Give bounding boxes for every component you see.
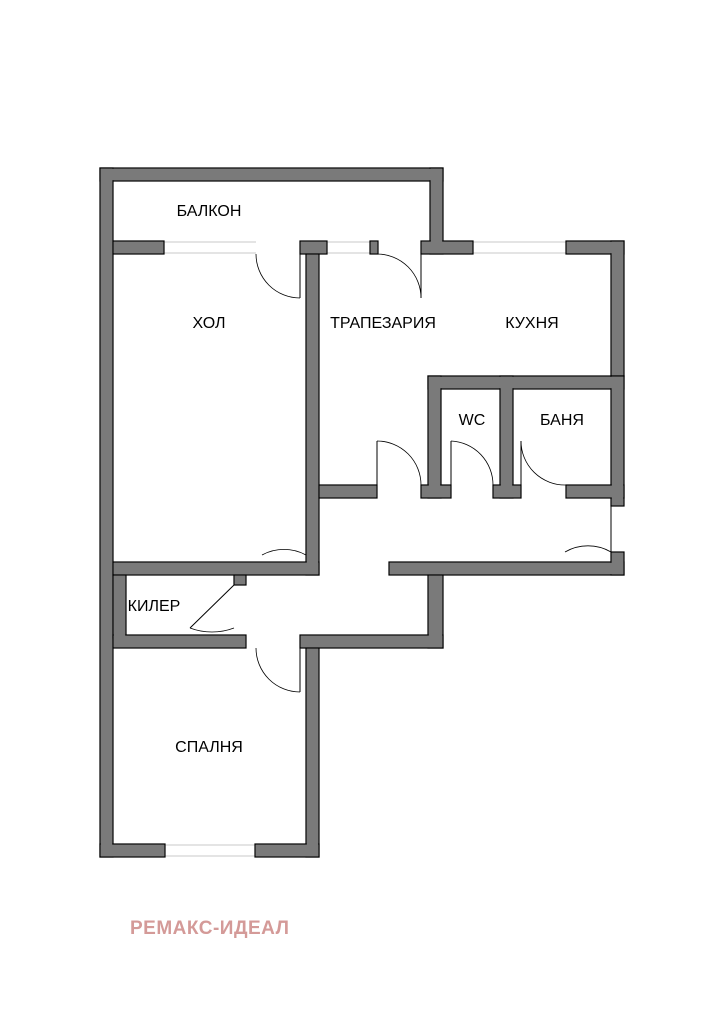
wall-fill (113, 562, 319, 575)
wall-fill (370, 241, 378, 254)
room-label-pantry: КИЛЕР (128, 598, 181, 615)
wall-fill (113, 241, 164, 254)
door-swing-arc (450, 440, 494, 486)
walls (99, 167, 625, 858)
room-label-wc: WC (459, 412, 486, 429)
wall-fill (300, 241, 327, 254)
agency-watermark: РЕМАКС-ИДЕАЛ (130, 918, 289, 939)
wall-fill (421, 485, 451, 498)
wall-fill (421, 241, 473, 254)
wall-fill (319, 485, 377, 498)
door-swing-arc (255, 253, 301, 299)
wall-fill (306, 254, 319, 575)
room-label-bathroom: БАНЯ (540, 412, 584, 429)
wall-fill (428, 376, 441, 498)
wall-fill (255, 844, 319, 857)
door-swing-arc (261, 549, 307, 556)
room-label-dining: ТРАПЕЗАРИЯ (330, 315, 436, 332)
wall-fill (611, 376, 624, 506)
wall-fill (234, 575, 246, 585)
wall-fill (389, 562, 624, 575)
wall-fill (428, 376, 624, 389)
room-label-kitchen: КУХНЯ (505, 315, 558, 332)
windows (164, 241, 566, 857)
door-swing-arc (564, 545, 612, 553)
wall-fill (566, 485, 624, 498)
door-swing-arc (189, 627, 235, 633)
wall-fill (611, 241, 624, 376)
wall-fill (428, 575, 443, 648)
wall-fill (113, 575, 126, 638)
door-leaf (189, 584, 235, 629)
wall-fill (306, 648, 319, 857)
door-swing-arc (376, 253, 422, 299)
room-label-hall: ХОЛ (193, 315, 226, 332)
room-label-balcony: БАЛКОН (177, 203, 242, 220)
wall-fill (100, 168, 443, 181)
wall-fill (430, 168, 443, 254)
doors (189, 253, 612, 693)
wall-fill (611, 552, 624, 575)
wall-fill (113, 635, 246, 648)
wall-fill (300, 635, 443, 648)
wall-fill (100, 168, 113, 857)
wall-fill (500, 376, 513, 498)
door-swing-arc (520, 440, 567, 486)
door-swing-arc (255, 647, 301, 693)
wall-fill (566, 241, 624, 254)
wall-fill (100, 844, 165, 857)
door-swing-arc (376, 440, 422, 486)
room-label-bedroom: СПАЛНЯ (175, 739, 243, 756)
room-labels: БАЛКОН ХОЛ ТРАПЕЗАРИЯ КУХНЯ WC БАНЯ КИЛЕ… (128, 203, 584, 756)
wall-fill (493, 485, 521, 498)
